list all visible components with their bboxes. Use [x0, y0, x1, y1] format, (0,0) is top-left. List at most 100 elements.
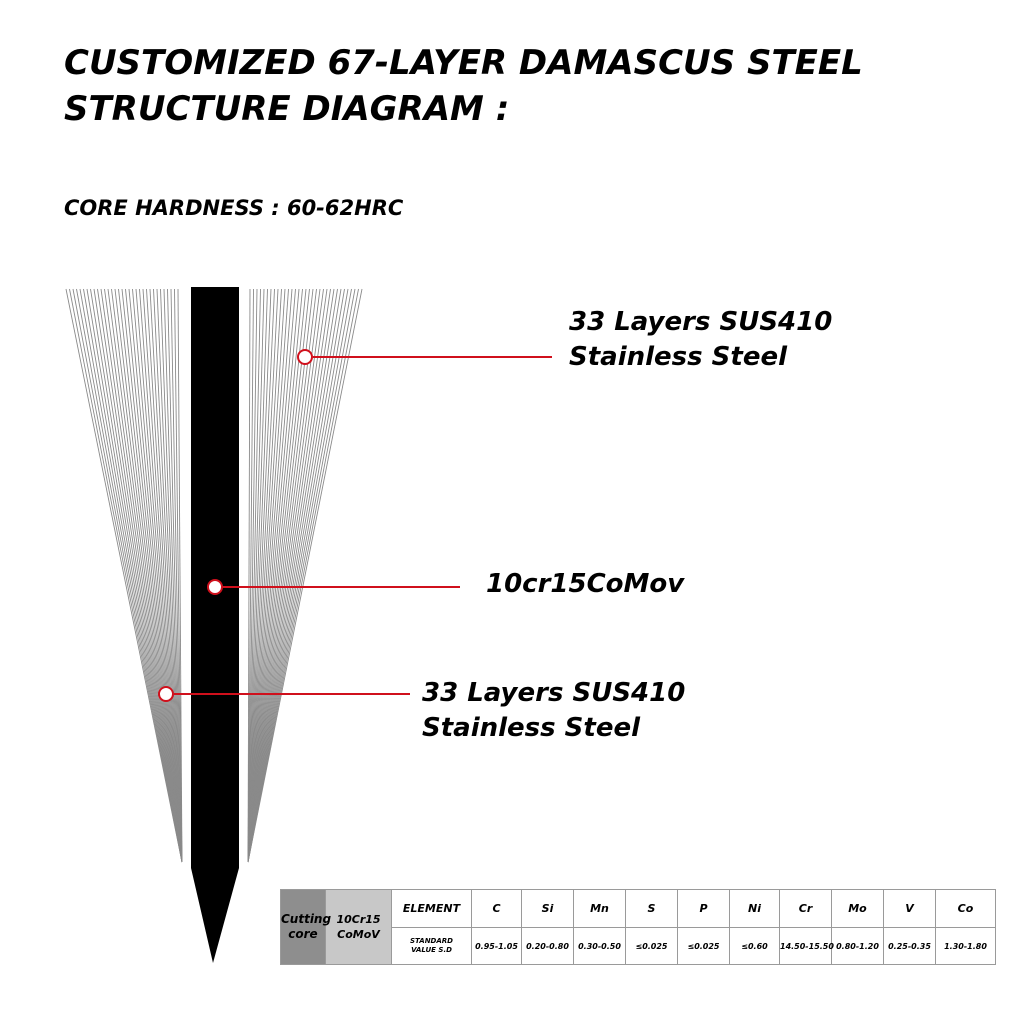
element-symbol-cell: V [883, 889, 936, 928]
element-value-cell: 0.95-1.05 [471, 927, 522, 965]
element-value-cell: 14.50-15.50 [779, 927, 834, 965]
steel-layer-line [83, 288, 183, 863]
steel-layer-line [247, 288, 363, 863]
steel-layer-line [160, 288, 183, 863]
standard-label-line-1: STANDARD [410, 937, 453, 945]
steel-layer-line [156, 288, 183, 863]
steel-layer-line [111, 288, 183, 863]
left-layer-stack [65, 288, 183, 863]
steel-layer-line [163, 288, 183, 863]
steel-layer-line [142, 288, 183, 863]
element-symbol-cell: Si [521, 889, 574, 928]
steel-layer-line [247, 288, 328, 863]
steel-layer-line [247, 288, 272, 863]
steel-layer-line [65, 288, 183, 863]
steel-layer-line [174, 288, 183, 863]
callout-core [207, 579, 460, 595]
label-outer-bottom-line-2: Stainless Steel [422, 713, 641, 743]
callout-outer-bottom [158, 686, 410, 702]
steel-layer-line [247, 288, 293, 863]
element-value-cell: 0.20-0.80 [521, 927, 574, 965]
steel-layer-line [132, 288, 183, 863]
steel-layer-line [247, 288, 359, 863]
element-symbol-cell: P [677, 889, 730, 928]
steel-layer-line [177, 288, 183, 863]
callout-dot-outer-bottom [158, 686, 174, 702]
callout-outer-top [297, 349, 552, 365]
steel-layer-line [247, 288, 296, 863]
label-outer-bottom-line-1: 33 Layers SUS410 [422, 678, 686, 708]
steel-layer-line [125, 288, 183, 863]
element-symbol-cell: Mo [831, 889, 884, 928]
element-symbol-cell: Co [935, 889, 996, 928]
steel-layer-line [97, 288, 183, 863]
steel-layer-line [247, 288, 254, 863]
steel-layer-line [135, 288, 183, 863]
steel-layer-line [121, 288, 183, 863]
page-title-line-1: CUSTOMIZED 67-LAYER DAMASCUS STEEL [64, 43, 863, 83]
steel-layer-line [114, 288, 183, 863]
table-row-elements: Cutting core 10Cr15 CoMoV ELEMENT C Si M… [280, 889, 996, 965]
steel-layer-line [79, 288, 183, 863]
element-symbol-cell: Mn [573, 889, 626, 928]
steel-layer-line [247, 288, 335, 863]
label-outer-layers-top: 33 Layers SUS410 Stainless Steel [569, 305, 832, 375]
steel-layer-line [247, 288, 310, 863]
steel-layer-line [247, 288, 251, 863]
steel-layer-line [107, 288, 183, 863]
element-symbol-cell: Cr [779, 889, 832, 928]
element-value-cell: ≤0.60 [729, 927, 780, 965]
element-value-cell: 0.80-1.20 [831, 927, 884, 965]
standard-label-line-2: VALUE S.D [411, 946, 452, 954]
steel-layer-line [247, 288, 265, 863]
label-outer-layers-bottom: 33 Layers SUS410 Stainless Steel [422, 676, 685, 746]
steel-layer-line [170, 288, 183, 863]
steel-grade-line-2: CoMoV [337, 928, 380, 941]
steel-layer-line [247, 288, 342, 863]
steel-layer-line [146, 288, 183, 863]
steel-layer-line [247, 288, 345, 863]
steel-layer-line [149, 288, 183, 863]
steel-layer-line [247, 288, 258, 863]
steel-grade-cell: 10Cr15 CoMoV [325, 889, 392, 965]
steel-layer-line [247, 288, 282, 863]
standard-value-label-cell: STANDARD VALUE S.D [391, 927, 472, 965]
element-value-cell: ≤0.025 [677, 927, 730, 965]
steel-grade-line-1: 10Cr15 [336, 913, 381, 926]
steel-layer-line [247, 288, 352, 863]
steel-layer-line [247, 288, 321, 863]
steel-layer-line [247, 288, 303, 863]
steel-layer-line [247, 288, 338, 863]
element-header-cell: ELEMENT [391, 889, 472, 928]
steel-layer-line [118, 288, 183, 863]
label-outer-top-line-1: 33 Layers SUS410 [569, 307, 833, 337]
steel-layer-line [100, 288, 183, 863]
steel-layer-line [247, 288, 279, 863]
callout-dot-outer-top [297, 349, 313, 365]
page-title: CUSTOMIZED 67-LAYER DAMASCUS STEEL STRUC… [64, 40, 863, 132]
table-row-values: STANDARD VALUE S.D 0.95-1.05 0.20-0.80 0… [281, 927, 996, 965]
cutting-core-line-2: core [288, 927, 318, 941]
steel-layer-line [93, 288, 183, 863]
steel-layer-line [247, 288, 317, 863]
steel-layer-line [69, 288, 183, 863]
element-value-cell: 0.25-0.35 [883, 927, 936, 965]
steel-layer-line [247, 288, 268, 863]
steel-layer-line [247, 288, 331, 863]
label-core-steel: 10cr15CoMov [486, 569, 685, 599]
steel-layer-line [247, 288, 300, 863]
element-value-cell: 0.30-0.50 [573, 927, 626, 965]
composition-table: Cutting core 10Cr15 CoMoV ELEMENT C Si M… [280, 889, 996, 965]
cutting-core-cell: Cutting core [280, 889, 331, 965]
callout-dot-core [207, 579, 223, 595]
steel-layer-line [247, 288, 356, 863]
steel-layer-line [90, 288, 183, 863]
label-outer-top-line-2: Stainless Steel [569, 342, 788, 372]
steel-core [191, 287, 239, 963]
page-title-line-2: STRUCTURE DIAGRAM : [64, 89, 510, 129]
element-value-cell: 1.30-1.80 [935, 927, 996, 965]
steel-layer-line [167, 288, 183, 863]
core-hardness-text: CORE HARDNESS : 60-62HRC [64, 196, 404, 220]
steel-layer-line [247, 288, 314, 863]
